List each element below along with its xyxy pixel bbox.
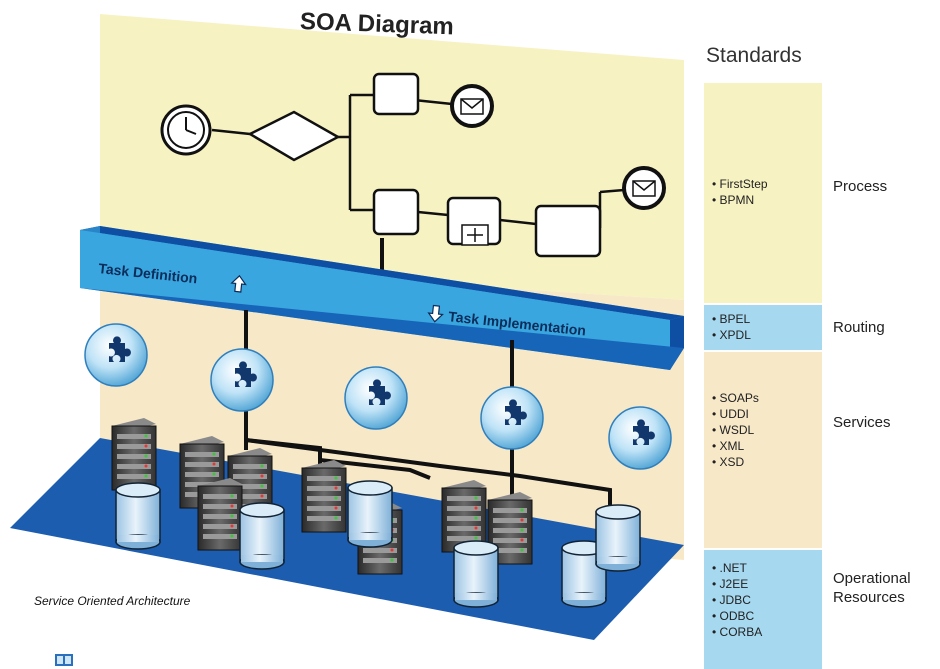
standard-item: J2EE bbox=[712, 576, 762, 592]
task-band bbox=[80, 226, 684, 370]
standard-item: BPEL bbox=[712, 311, 751, 327]
process-task-box bbox=[372, 72, 420, 116]
resources-standards-list: .NET J2EE JDBC ODBC CORBA bbox=[712, 560, 763, 640]
puzzle-service-icon bbox=[608, 406, 672, 470]
resources-platform bbox=[10, 438, 684, 640]
standard-item: FirstStep bbox=[712, 176, 768, 192]
puzzle-service-icon bbox=[480, 386, 544, 450]
standard-item: XPDL bbox=[712, 327, 751, 343]
diagram-title: SOA Diagram bbox=[299, 8, 455, 41]
layer-name-process: Process bbox=[833, 178, 888, 195]
corner-mark-icon bbox=[55, 654, 73, 666]
server-icon bbox=[301, 460, 347, 533]
database-icon bbox=[453, 540, 499, 608]
standard-item: ODBC bbox=[712, 608, 762, 624]
standard-item: XSD bbox=[712, 454, 759, 470]
process-task-box bbox=[372, 188, 420, 236]
standard-item: UDDI bbox=[712, 406, 759, 422]
server-icon bbox=[197, 478, 243, 551]
up-arrow-icon bbox=[230, 274, 247, 293]
layer-name-services: Services bbox=[833, 414, 891, 431]
process-standards-list: FirstStep BPMN bbox=[712, 176, 768, 208]
layer-name-line: Resources bbox=[833, 589, 905, 606]
services-standards-list: SOAPs UDDI WSDL XML XSD bbox=[712, 390, 759, 470]
server-icon bbox=[111, 418, 157, 491]
envelope-icon bbox=[450, 84, 494, 128]
clock-icon bbox=[160, 104, 212, 156]
subprocess-plus-icon bbox=[446, 196, 502, 246]
down-arrow-icon bbox=[427, 304, 444, 323]
database-icon bbox=[115, 482, 161, 550]
standard-item: CORBA bbox=[712, 624, 763, 640]
layer-name-line: Operational bbox=[833, 570, 911, 587]
diagram-caption: Service Oriented Architecture bbox=[34, 594, 191, 608]
standard-item: JDBC bbox=[712, 592, 762, 608]
standards-heading: Standards bbox=[706, 44, 802, 67]
standard-item: XML bbox=[712, 438, 759, 454]
routing-standards-list: BPEL XPDL bbox=[712, 311, 751, 343]
layer-name-routing: Routing bbox=[833, 319, 885, 336]
standard-item: BPMN bbox=[712, 192, 768, 208]
standard-item: WSDL bbox=[712, 422, 759, 438]
standard-item: .NET bbox=[712, 560, 762, 576]
standard-item: SOAPs bbox=[712, 390, 759, 406]
puzzle-service-icon bbox=[344, 366, 408, 430]
database-group bbox=[115, 480, 641, 608]
server-icon bbox=[487, 492, 533, 565]
gateway-diamond-icon bbox=[247, 110, 341, 162]
process-task-box bbox=[534, 204, 602, 258]
puzzle-service-icon bbox=[84, 323, 148, 387]
database-icon bbox=[347, 480, 393, 548]
database-icon bbox=[239, 502, 285, 570]
layer-name-operational-resources: Operational Resources bbox=[833, 569, 911, 607]
envelope-icon bbox=[622, 166, 666, 210]
database-icon bbox=[595, 504, 641, 572]
puzzle-service-icon bbox=[210, 348, 274, 412]
